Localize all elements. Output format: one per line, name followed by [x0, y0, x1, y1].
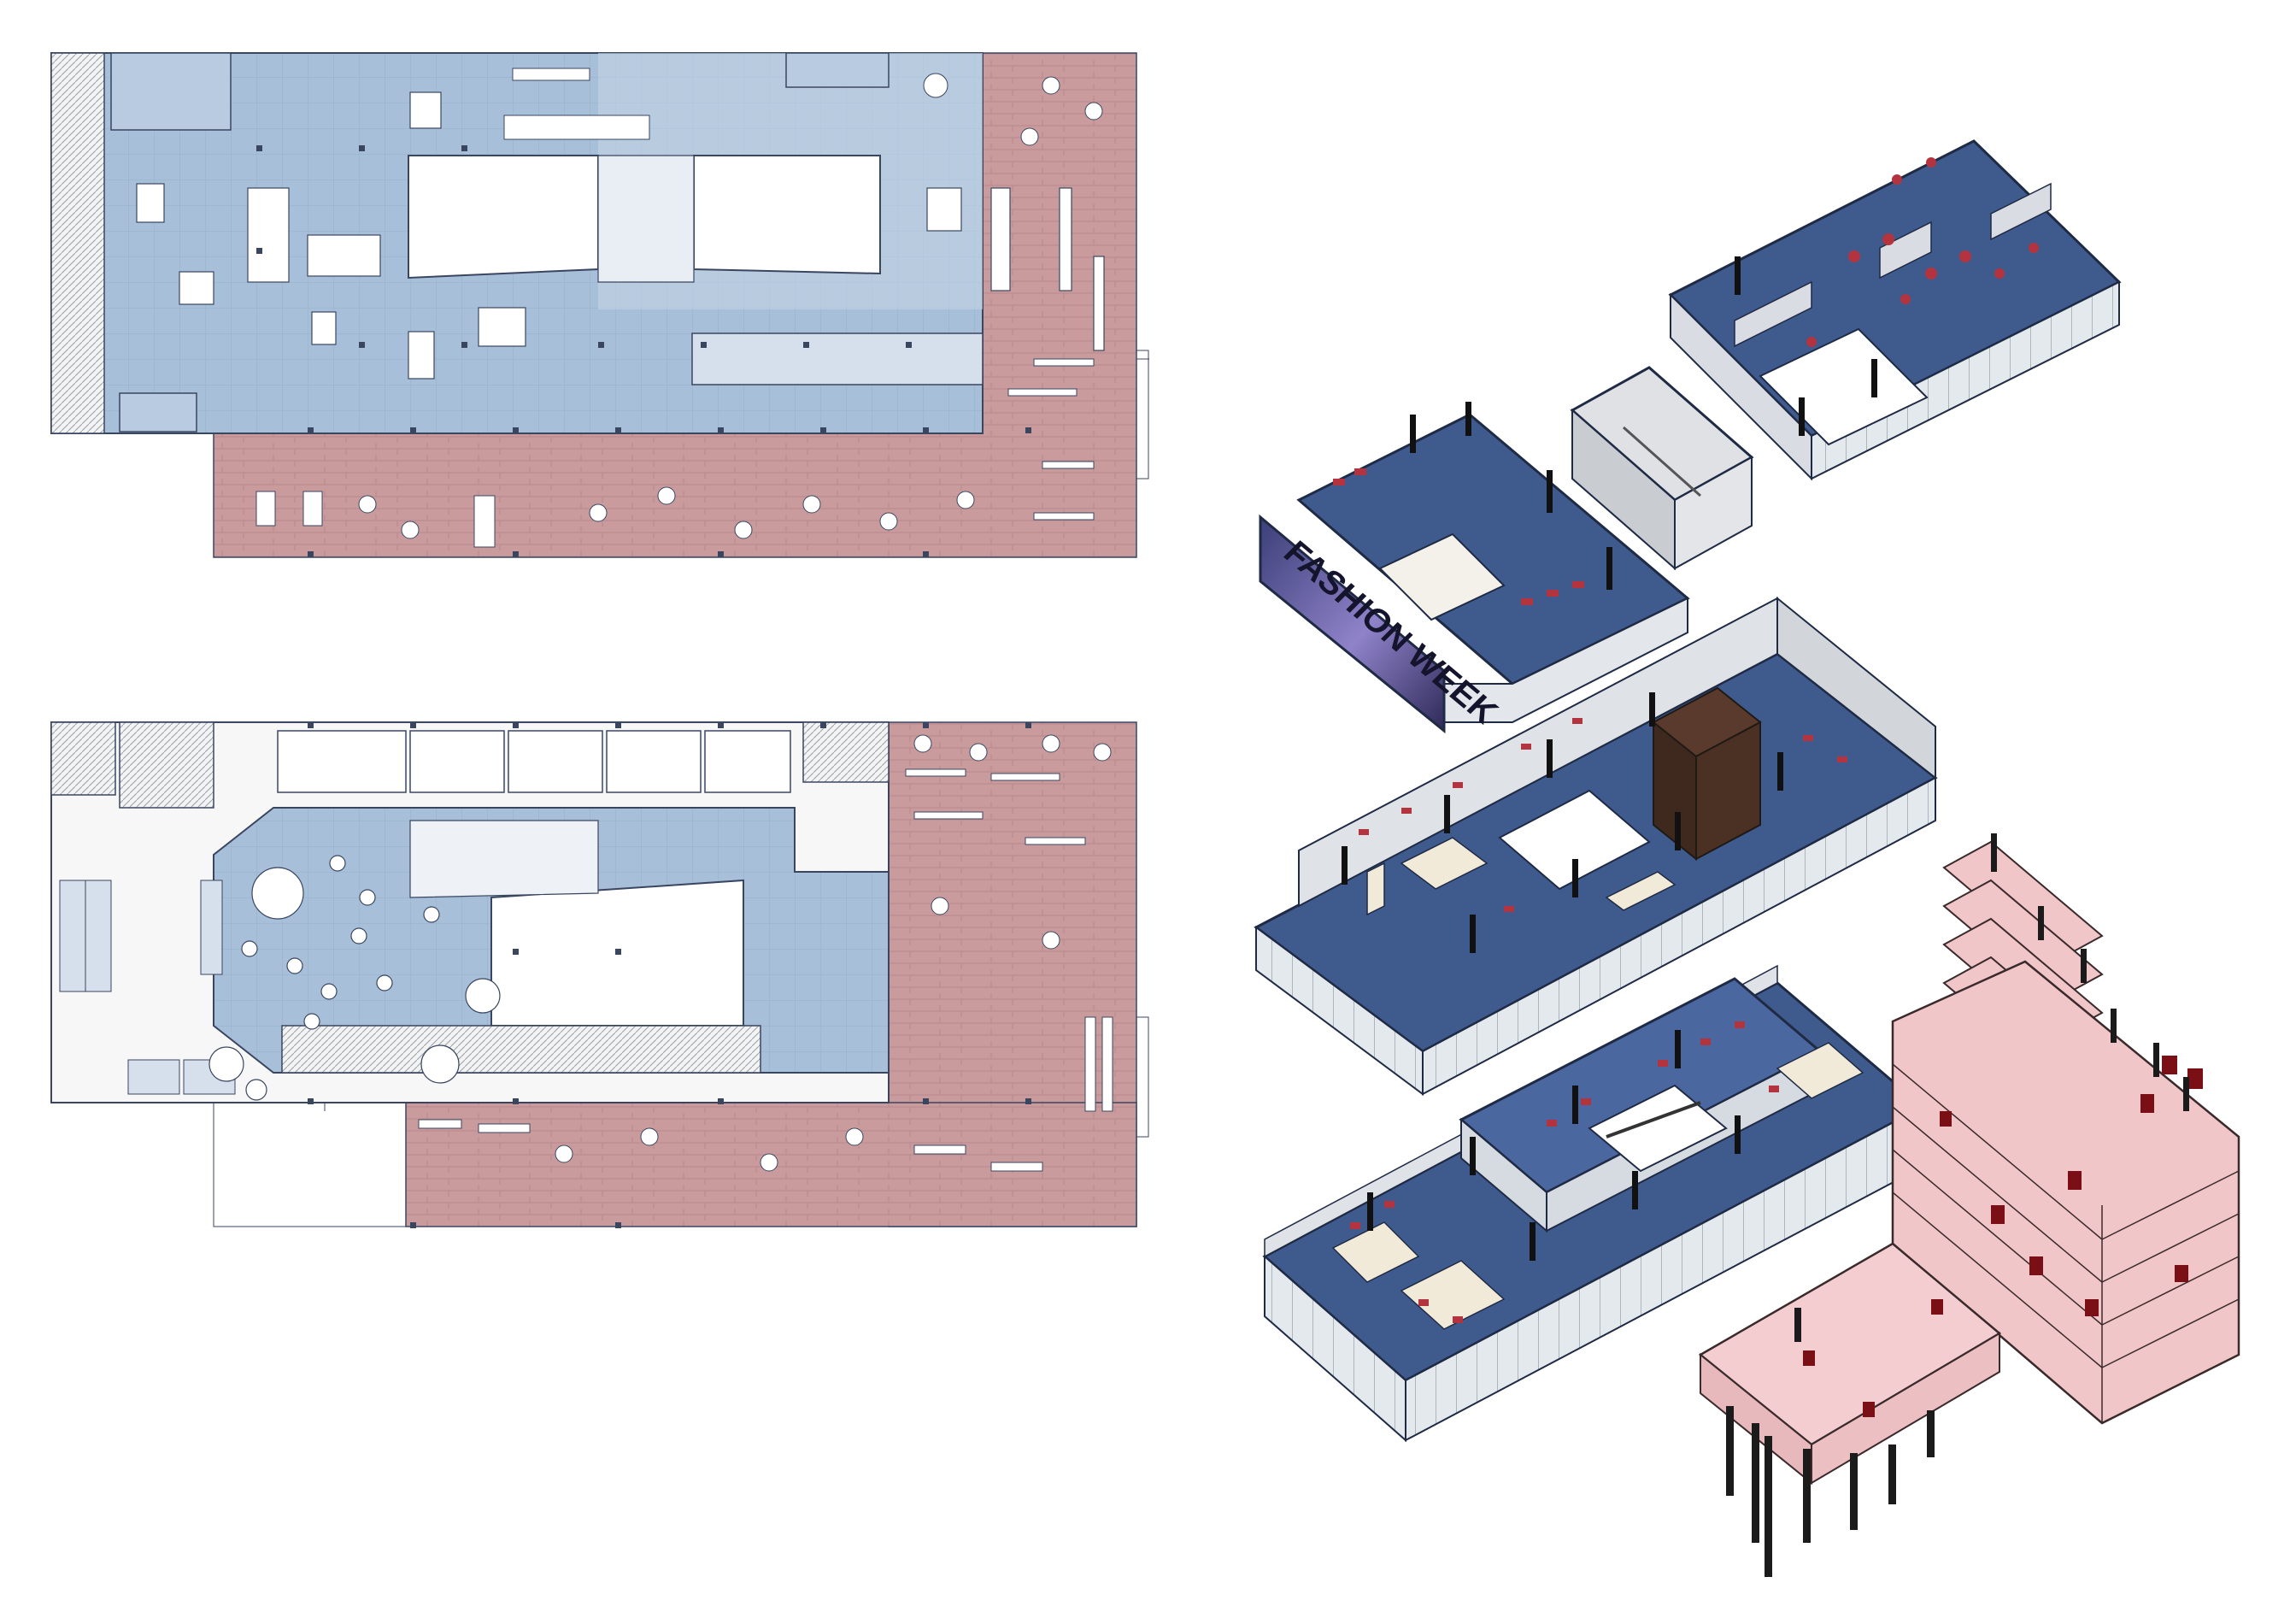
structure-cores [1803, 1056, 2203, 1417]
floor-plan-upper [50, 52, 1149, 558]
atrium-void [408, 155, 599, 279]
axonometric-ground-level [1262, 964, 1925, 1443]
stair-strip [50, 52, 105, 434]
structure-columns [1726, 833, 2189, 1577]
fashion-week-sign [1259, 514, 1446, 734]
floor-plan-lower [50, 721, 1149, 1228]
axonometric-top-level: FASHION WEEK [1259, 139, 2122, 734]
structure-axonometric [1698, 833, 2240, 1577]
atrium-void-2 [693, 155, 881, 275]
axonometric-middle-level [1254, 596, 1938, 1096]
